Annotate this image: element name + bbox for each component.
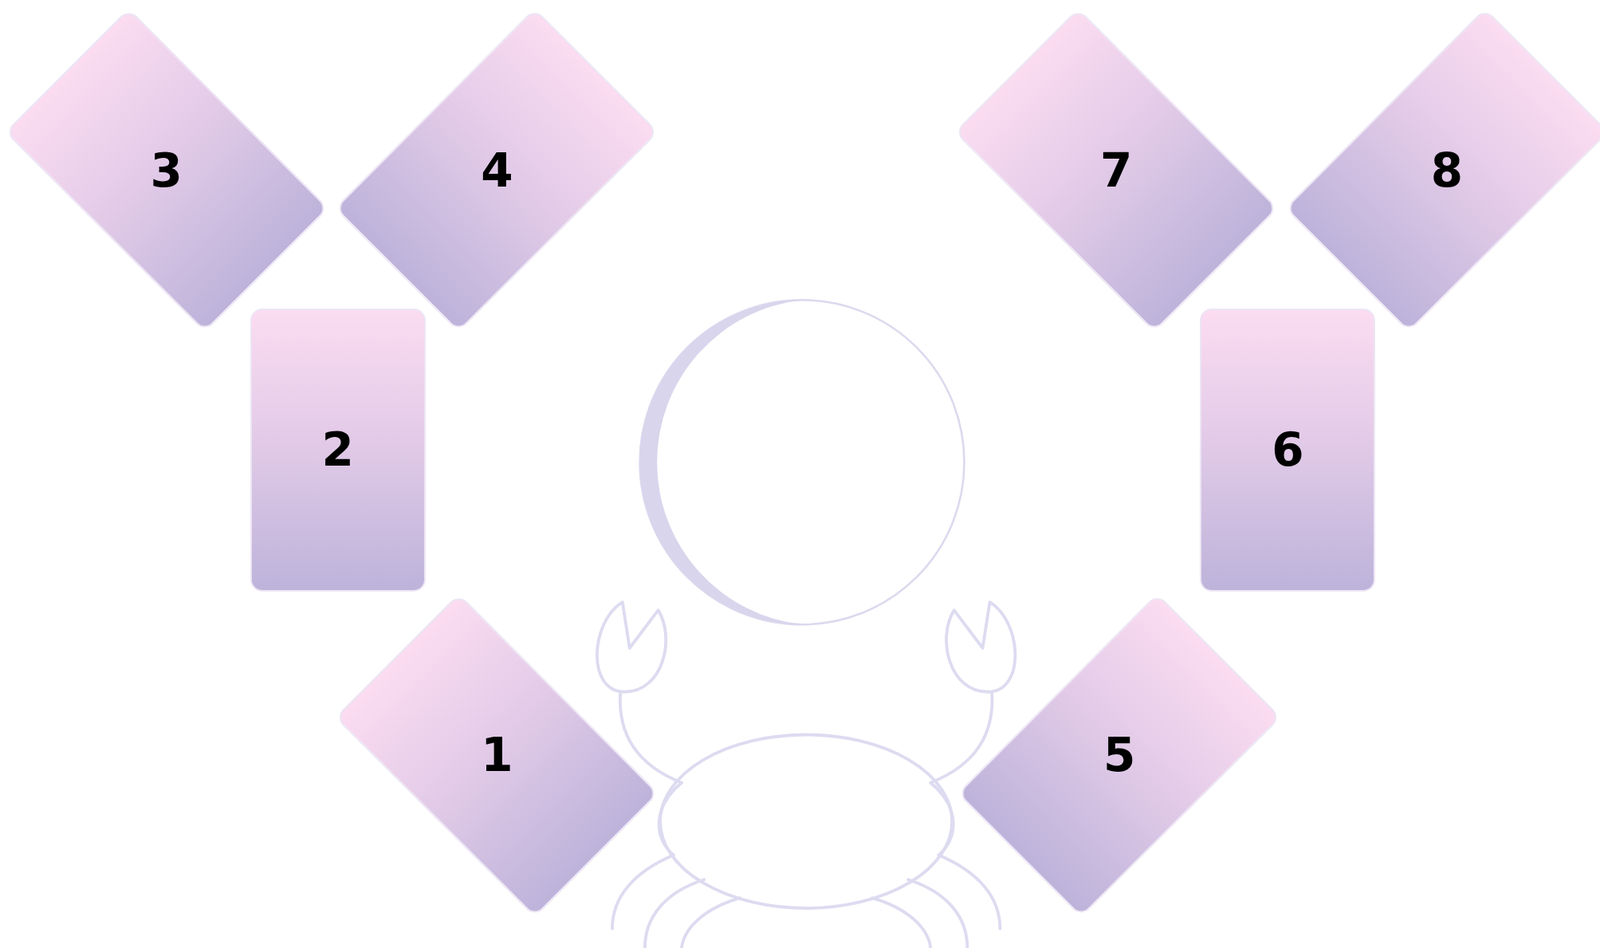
position-number: 4: [480, 147, 513, 194]
tarot-card: 2: [250, 308, 426, 592]
position-number: 5: [1103, 731, 1136, 779]
position-number: 3: [149, 147, 182, 194]
crab-leg: [681, 897, 740, 948]
tarot-card: 3: [78, 28, 255, 312]
crab-claw: [946, 601, 1015, 692]
tarot-card: 5: [1031, 613, 1207, 897]
crab-shell-edge: [930, 782, 953, 856]
position-number: 2: [321, 426, 354, 473]
crab-leg: [612, 855, 674, 929]
tarot-card: 4: [408, 28, 585, 312]
tarot-card: 8: [1359, 28, 1535, 312]
crab-leg: [939, 855, 1001, 929]
position-number: 1: [480, 731, 513, 779]
position-number: 6: [1271, 426, 1304, 473]
moon-crescent: [640, 299, 803, 625]
crab-shell-edge: [659, 782, 682, 856]
crab-leg: [644, 879, 704, 948]
crab-leg: [908, 879, 968, 948]
moon-circle: [640, 299, 965, 625]
position-number: 7: [1100, 147, 1133, 194]
tarot-card: 1: [408, 613, 585, 897]
tarot-card: 6: [1199, 308, 1376, 592]
crab-claw: [597, 601, 666, 692]
tarot-card: 7: [1028, 28, 1204, 312]
crab-outline: [597, 601, 1015, 948]
crab-leg: [872, 897, 931, 948]
position-number: 8: [1430, 147, 1463, 194]
crab-body: [660, 735, 952, 909]
